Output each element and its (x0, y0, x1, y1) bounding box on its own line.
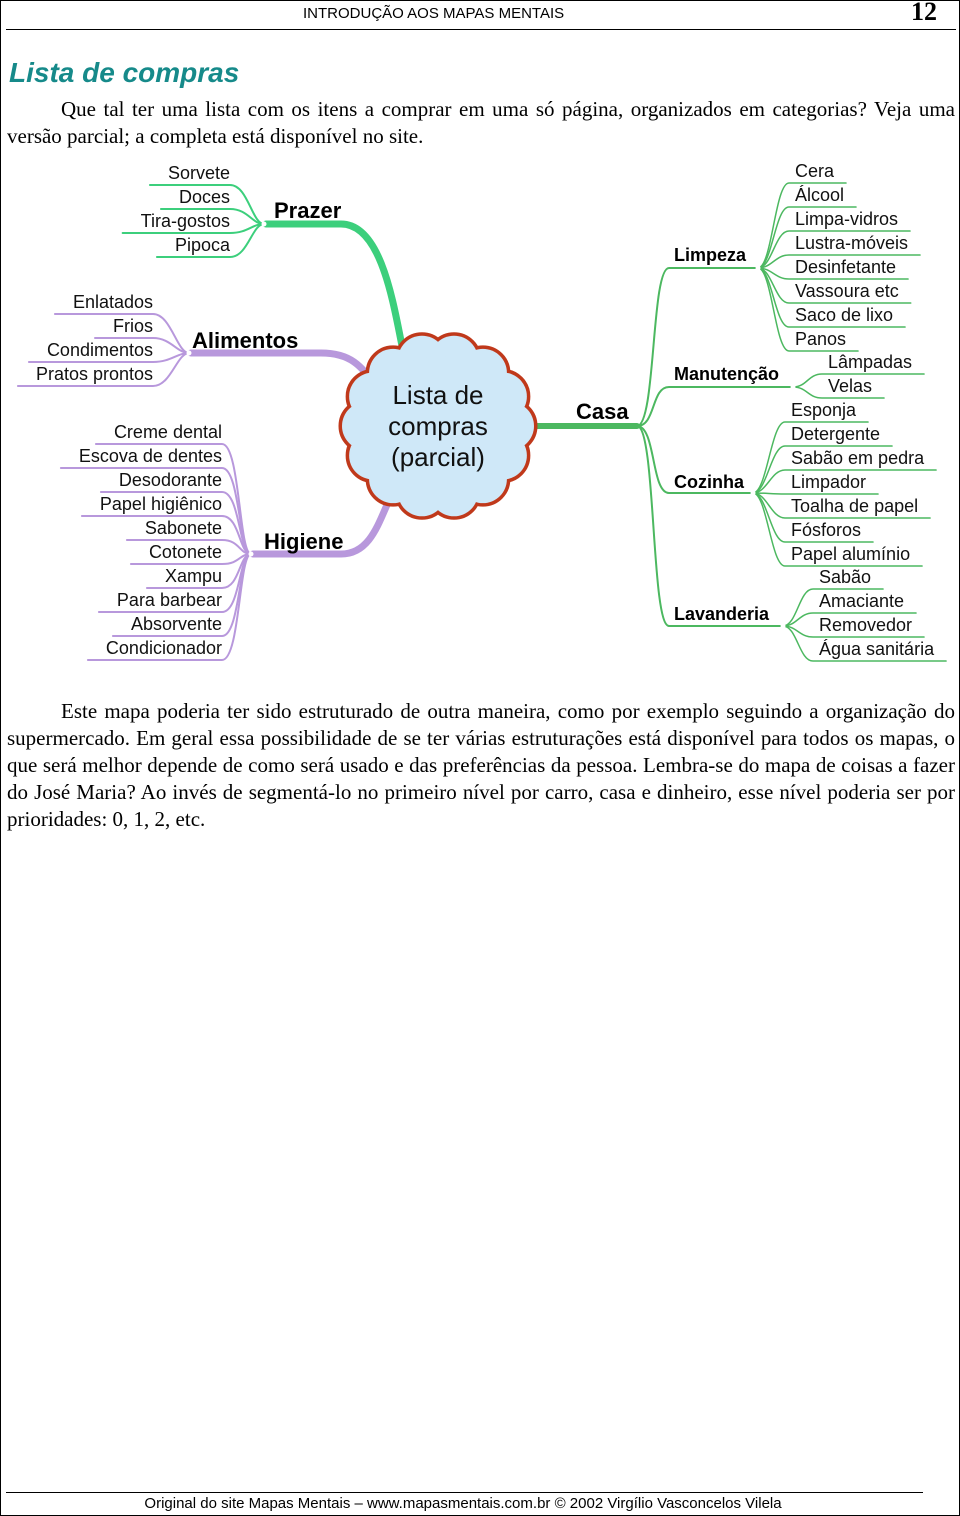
leaf-item: Toalha de papel (791, 496, 919, 516)
leaf-line-prazer (155, 223, 265, 258)
leaf-line-alimentos (16, 352, 190, 387)
running-header: INTRODUÇÃO AOS MAPAS MENTAIS (303, 5, 565, 22)
leaf-line-cozinha (752, 469, 937, 494)
mind-map-lines (16, 182, 947, 662)
leaf-line-lavanderia (782, 612, 917, 627)
leaf-line-cozinha (752, 421, 869, 494)
leaf-item: Para barbear (116, 590, 222, 610)
leaf-item: Sabonete (144, 518, 222, 538)
sub-line-manutencao (636, 386, 794, 427)
leaf-item: Esponja (791, 400, 857, 420)
leaf-item: Absorvente (130, 614, 222, 634)
intro-paragraph: Que tal ter uma lista com os itens a com… (7, 96, 955, 150)
leaf-line-higiene (86, 553, 252, 661)
leaf-item: Lustra-móveis (795, 233, 909, 253)
leaf-item: Limpa-vidros (795, 209, 899, 229)
leaf-line-lavanderia (782, 588, 884, 627)
leaf-line-limpeza (757, 267, 859, 352)
leaf-item: Pipoca (174, 235, 230, 255)
mind-map: Lista de compras (parcial) Prazer Alimen… (1, 151, 959, 671)
hub-dot (780, 623, 786, 629)
leaf-item: Papel higiênico (99, 494, 222, 514)
center-line: (parcial) (391, 442, 485, 472)
branch-line-prazer (262, 220, 407, 355)
leaf-item: Desinfetante (795, 257, 897, 277)
sub-line-limpeza (636, 267, 759, 427)
hub-dot (755, 265, 761, 271)
sub-line-cozinha (636, 425, 754, 494)
leaf-line-limpeza (757, 182, 847, 269)
leaf-item: Doces (178, 187, 230, 207)
leaf-line-manutencao (792, 386, 885, 399)
sub-branch-limpeza: Limpeza (674, 245, 747, 265)
leaf-item: Frios (113, 316, 153, 336)
body-text: Este mapa poderia ter sido estruturado d… (7, 699, 955, 831)
leaf-item: Sabão (819, 567, 872, 587)
body-paragraph: Este mapa poderia ter sido estruturado d… (7, 698, 955, 833)
leaf-item: Panos (795, 329, 847, 349)
leaf-item: Amaciante (819, 591, 905, 611)
branch-casa: Casa (576, 399, 629, 424)
leaf-item: Papel alumínio (791, 544, 911, 564)
sub-branch-manutencao: Manutenção (674, 364, 780, 384)
leaf-item: Sabão em pedra (791, 448, 925, 468)
leaf-item: Limpador (791, 472, 867, 492)
leaf-line-limpeza (757, 206, 857, 269)
sub-branch-lavanderia: Lavanderia (674, 604, 770, 624)
leaf-item: Lâmpadas (828, 352, 913, 372)
leaf-line-cozinha (752, 492, 879, 495)
leaf-item: Vassoura etc (795, 281, 899, 301)
hub-dot (186, 350, 192, 356)
hub-dot (750, 490, 756, 496)
leaf-item: Escova de dentes (78, 446, 222, 466)
leaf-item: Fósforos (791, 520, 862, 540)
leaf-item: Cotonete (148, 542, 222, 562)
leaf-line-cozinha (752, 445, 893, 494)
leaf-item: Álcool (795, 185, 845, 205)
center-line: Lista de (392, 380, 484, 410)
branch-prazer: Prazer (274, 198, 342, 223)
leaf-line-cozinha (752, 492, 923, 567)
page-number: 12 (911, 0, 937, 26)
leaf-item: Desodorante (118, 470, 222, 490)
leaf-line-lavanderia (782, 625, 947, 662)
leaf-item: Condimentos (46, 340, 153, 360)
leaf-item: Enlatados (72, 292, 153, 312)
leaf-item: Velas (828, 376, 873, 396)
leaf-item: Saco de lixo (795, 305, 894, 325)
center-line: compras (388, 411, 488, 441)
leaf-item: Condicionador (105, 638, 222, 658)
hub-dot (790, 384, 796, 390)
footer-text: Original do site Mapas Mentais – www.map… (144, 1495, 782, 1512)
footer-rule (6, 1492, 923, 1493)
branch-alimentos: Alimentos (192, 328, 299, 353)
center-cloud (338, 332, 538, 520)
leaf-item: Cera (795, 161, 835, 181)
sub-branch-cozinha: Cozinha (674, 472, 744, 492)
leaf-item: Tira-gostos (140, 211, 230, 231)
hub-dot (248, 551, 254, 557)
leaf-item: Creme dental (113, 422, 222, 442)
leaf-item: Detergente (791, 424, 881, 444)
leaf-item: Xampu (164, 566, 222, 586)
leaf-line-limpeza (757, 254, 921, 269)
branch-line-alimentos (187, 349, 380, 390)
leaf-item: Removedor (819, 615, 913, 635)
leaf-item: Sorvete (167, 163, 230, 183)
section-title: Lista de compras (9, 57, 240, 88)
center-node-label: Lista de compras (parcial) (358, 380, 518, 473)
leaf-item: Água sanitária (819, 639, 935, 659)
header-rule (6, 29, 956, 30)
sub-line-lavanderia (636, 425, 784, 627)
branch-higiene: Higiene (264, 529, 344, 554)
intro-text: Que tal ter uma lista com os itens a com… (7, 97, 955, 148)
hub-dot (261, 221, 267, 227)
leaf-item: Pratos prontos (35, 364, 153, 384)
leaf-line-manutencao (792, 373, 925, 388)
